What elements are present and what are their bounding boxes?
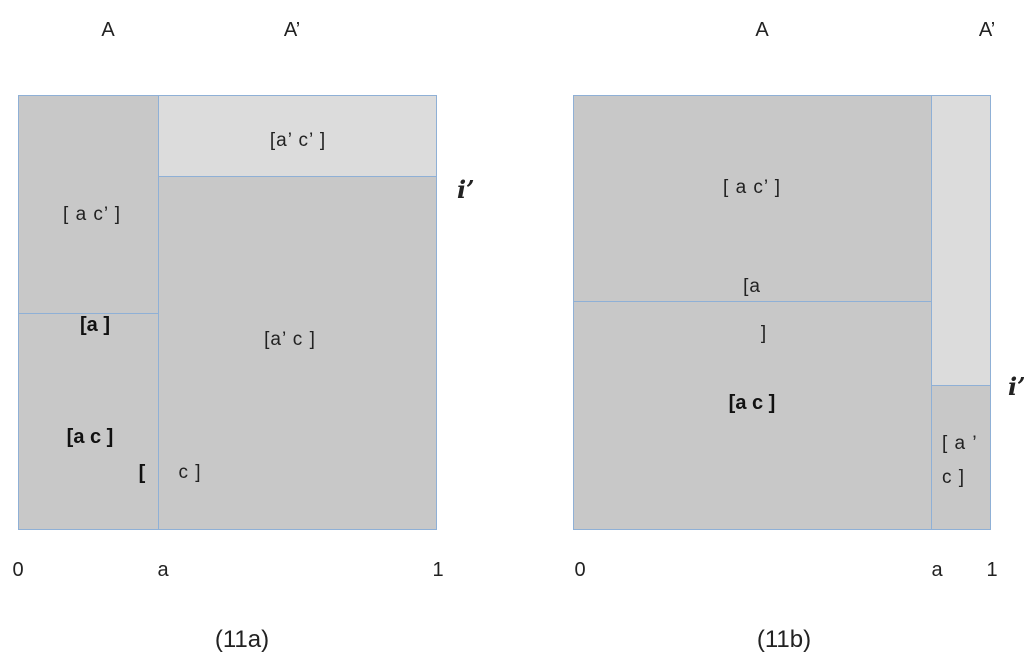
axis-a: a: [931, 559, 943, 581]
label-boundary-close: ]: [760, 323, 768, 344]
label-top-right: [a’ c’ ]: [269, 130, 327, 151]
axis-zero: 0: [574, 559, 586, 581]
cell-a-c-prime: [573, 95, 932, 302]
label-boundary-open: [a: [743, 276, 761, 297]
header-a: A: [755, 19, 769, 41]
cell-a-c: [573, 301, 932, 530]
caption-11b: (11b): [756, 626, 812, 653]
axis-one: 1: [986, 559, 998, 581]
side-label-i-prime: i’: [1008, 372, 1024, 401]
label-right-lower-line2: c ]: [942, 467, 966, 488]
caption-11a: (11a): [214, 626, 270, 653]
label-bracket-open: [: [138, 462, 146, 484]
label-left-upper: [ a c’ ]: [63, 204, 121, 225]
cell-a-prime-c-prime: [931, 95, 991, 386]
cell-a-prime-c: [158, 176, 437, 530]
cell-a-c: [18, 313, 159, 530]
header-a-prime: A’: [978, 19, 996, 41]
axis-a: a: [157, 559, 169, 581]
axis-zero: 0: [12, 559, 24, 581]
cell-a-prime-c: [931, 385, 991, 530]
label-left-upper: [ a c’ ]: [723, 177, 781, 198]
cell-a-prime-c-prime: [158, 95, 437, 177]
axis-one: 1: [432, 559, 444, 581]
label-right-lower-line1: [ a ’: [942, 433, 978, 454]
label-left-lower: [a c ]: [728, 392, 776, 414]
side-label-i-prime: i’: [457, 175, 475, 204]
header-a-prime: A’: [283, 19, 301, 41]
label-middle: [a ]: [80, 314, 110, 336]
label-bracket-close: c ]: [178, 462, 202, 483]
label-right-main: [a’ c ]: [264, 329, 316, 350]
label-left-lower: [a c ]: [66, 426, 114, 448]
header-a: A: [101, 19, 115, 41]
cell-a-c-prime: [18, 95, 159, 314]
